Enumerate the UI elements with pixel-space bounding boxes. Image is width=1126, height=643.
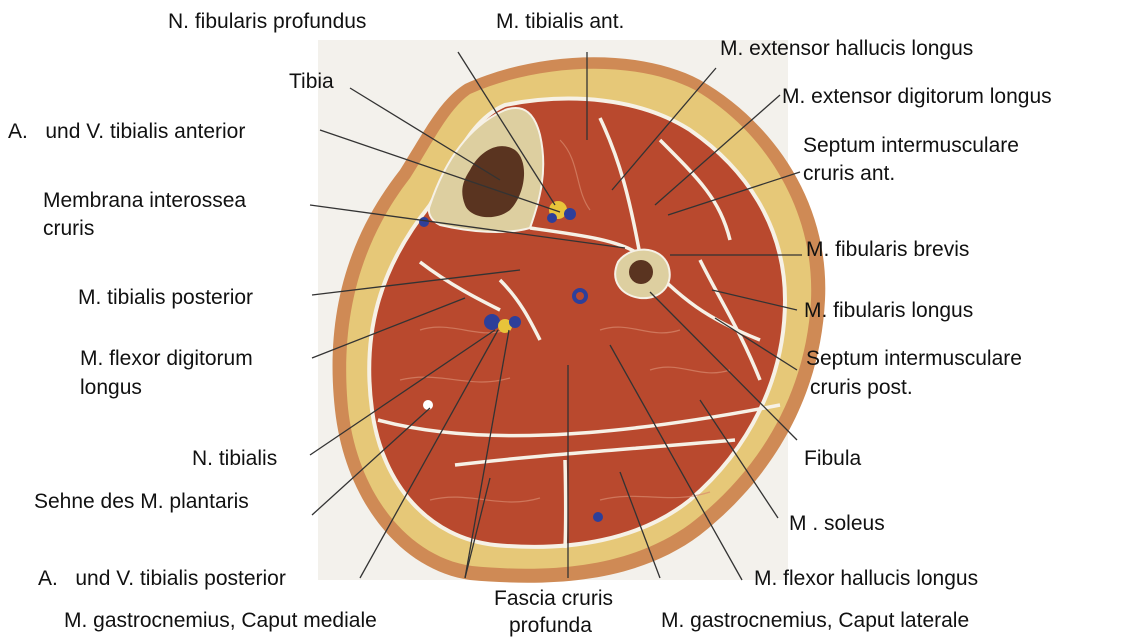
label-septum-intermusculare-post-line2: cruris post. bbox=[810, 375, 913, 400]
fibula-marrow bbox=[629, 260, 653, 284]
label-m-gastrocnemius-caput-laterale: M. gastrocnemius, Caput laterale bbox=[661, 608, 969, 633]
label-septum-intermusculare-post-line1: Septum intermusculare bbox=[806, 346, 1022, 371]
label-septum-intermusculare-ant-line1: Septum intermusculare bbox=[803, 133, 1019, 158]
label-m-flexor-hallucis-longus: M. flexor hallucis longus bbox=[754, 566, 978, 591]
label-a-und-v-tibialis-posterior: A. und V. tibialis posterior bbox=[38, 566, 286, 591]
label-m-extensor-hallucis-longus: M. extensor hallucis longus bbox=[720, 36, 973, 61]
label-tibia: Tibia bbox=[289, 69, 334, 94]
label-septum-intermusculare-ant-line2: cruris ant. bbox=[803, 161, 895, 186]
label-m-fibularis-longus: M. fibularis longus bbox=[804, 298, 973, 323]
label-fibula: Fibula bbox=[804, 446, 861, 471]
label-membrana-interossea-line1: Membrana interossea bbox=[43, 188, 246, 213]
label-m-flexor-digitorum-longus-line1: M. flexor digitorum bbox=[80, 346, 253, 371]
label-m-tibialis-ant: M. tibialis ant. bbox=[496, 9, 624, 34]
label-fascia-cruris-profunda-line2: profunda bbox=[509, 613, 592, 638]
label-membrana-interossea-line2: cruris bbox=[43, 216, 94, 241]
label-m-fibularis-brevis: M. fibularis brevis bbox=[806, 237, 969, 262]
label-m-gastrocnemius-caput-mediale: M. gastrocnemius, Caput mediale bbox=[64, 608, 377, 633]
tibial-nerve-dot bbox=[423, 400, 433, 410]
label-m-flexor-digitorum-longus-line2: longus bbox=[80, 375, 142, 400]
label-a-und-v-tibialis-anterior: A. und V. tibialis anterior bbox=[8, 119, 245, 144]
small-saphenous-vein bbox=[593, 512, 603, 522]
label-sehne-des-m-plantaris: Sehne des M. plantaris bbox=[34, 489, 249, 514]
label-fascia-cruris-profunda-line1: Fascia cruris bbox=[494, 586, 613, 611]
label-m-soleus: M . soleus bbox=[789, 511, 885, 536]
label-m-extensor-digitorum-longus: M. extensor digitorum longus bbox=[782, 84, 1052, 109]
superficial-vein bbox=[419, 217, 429, 227]
label-n-fibularis-profundus: N. fibularis profundus bbox=[168, 9, 366, 34]
fibular-vessels bbox=[572, 288, 588, 304]
label-m-tibialis-posterior: M. tibialis posterior bbox=[78, 285, 253, 310]
label-n-tibialis: N. tibialis bbox=[192, 446, 277, 471]
